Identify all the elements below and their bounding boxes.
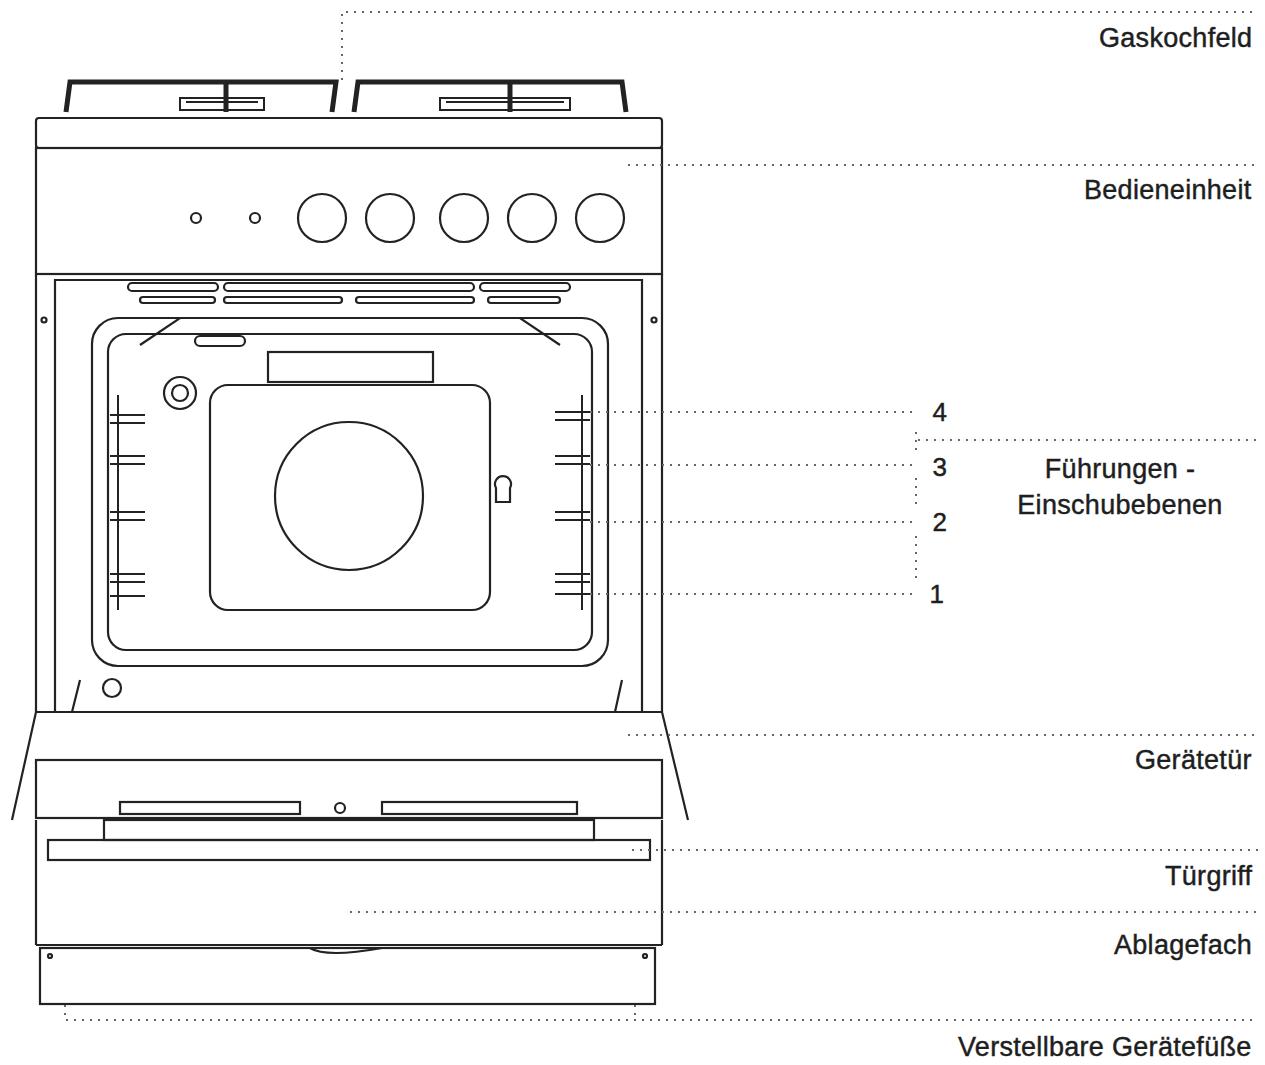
callout-number: 4 [933, 395, 948, 430]
cooktop [36, 118, 662, 148]
part-label: Türgriff [1165, 858, 1252, 894]
oven-cavity [140, 318, 560, 345]
leader-lines [65, 12, 1258, 1020]
oven-cavity [92, 318, 608, 666]
storage-drawer [643, 954, 647, 958]
oven-cavity [195, 336, 245, 346]
leader-lines [632, 849, 1258, 851]
oven-body [36, 274, 662, 712]
oven-cavity [495, 476, 511, 502]
burners [180, 98, 264, 110]
oven-cavity [210, 385, 490, 610]
leader-lines [628, 734, 1258, 736]
door-handle [48, 820, 650, 860]
oven-door [103, 679, 121, 697]
storage-drawer [35, 820, 37, 945]
shelf-rails [555, 412, 590, 594]
leader-lines [918, 439, 1258, 441]
oven-body [42, 318, 47, 323]
leader-lines [590, 464, 918, 466]
burners [446, 101, 564, 103]
oven-door [382, 802, 577, 814]
storage-drawer [48, 954, 52, 958]
pan-grates [354, 82, 626, 112]
oven-body [356, 297, 474, 303]
pan-grates [66, 82, 336, 112]
leader-lines [628, 164, 1258, 166]
leader-lines [65, 1005, 1258, 1020]
burners [186, 101, 258, 103]
control-panel [576, 194, 624, 242]
storage-drawer [36, 944, 662, 946]
oven-body [652, 318, 657, 323]
oven-body [224, 297, 342, 303]
door-handle [48, 840, 650, 860]
control-panel [508, 194, 556, 242]
oven-door [335, 803, 345, 813]
oven-body [661, 274, 663, 712]
control-panel [191, 213, 201, 223]
oven-body [480, 283, 570, 291]
control-panel [250, 213, 260, 223]
shelf-rails [110, 395, 590, 610]
oven-door [120, 802, 300, 814]
oven-cavity [275, 422, 423, 570]
part-label: Ablagefach [1114, 927, 1252, 963]
oven-body [140, 297, 215, 303]
control-panel [36, 148, 662, 274]
control-panel [366, 194, 414, 242]
leader-lines [590, 593, 918, 595]
shelf-rails [110, 415, 145, 596]
cooktop [36, 118, 662, 148]
shelf-rails [117, 395, 119, 610]
pan-grates [66, 82, 626, 112]
oven-door [36, 760, 662, 818]
leader-lines [915, 432, 917, 580]
storage-drawer [661, 820, 663, 945]
control-panel [36, 148, 662, 274]
oven-door [72, 680, 622, 712]
oven-cavity [172, 385, 188, 401]
storage-drawer [40, 948, 655, 1004]
shelf-rails [581, 395, 583, 610]
burners [180, 98, 570, 110]
storage-drawer [310, 948, 382, 953]
callout-number: 2 [933, 505, 948, 540]
part-label: Gaskochfeld [1099, 20, 1252, 56]
part-label: Verstellbare Gerätefüße [958, 1029, 1252, 1065]
oven-body [224, 283, 474, 291]
oven-body [55, 280, 642, 712]
leader-lines [590, 521, 918, 523]
leader-lines [342, 12, 1258, 80]
control-panel [298, 194, 346, 242]
leader-lines [590, 411, 918, 413]
oven-body [35, 274, 37, 712]
oven-body [128, 283, 218, 291]
control-panel [440, 194, 488, 242]
oven-cavity [108, 334, 592, 650]
oven-cavity [92, 318, 608, 666]
part-label: Führungen - Einschubebenen [990, 451, 1250, 524]
storage-drawer [36, 820, 662, 1004]
oven-door [12, 679, 688, 820]
leader-lines [350, 911, 1258, 913]
part-label: Bedieneinheit [1084, 172, 1252, 208]
callout-number: 3 [933, 450, 948, 485]
door-handle [104, 820, 594, 840]
part-label: Gerätetür [1135, 742, 1252, 778]
burners [440, 98, 570, 110]
oven-cavity [164, 377, 196, 409]
oven-door [12, 712, 688, 820]
oven-cavity [268, 352, 433, 382]
oven-body [488, 297, 560, 303]
callout-number: 1 [930, 577, 945, 612]
